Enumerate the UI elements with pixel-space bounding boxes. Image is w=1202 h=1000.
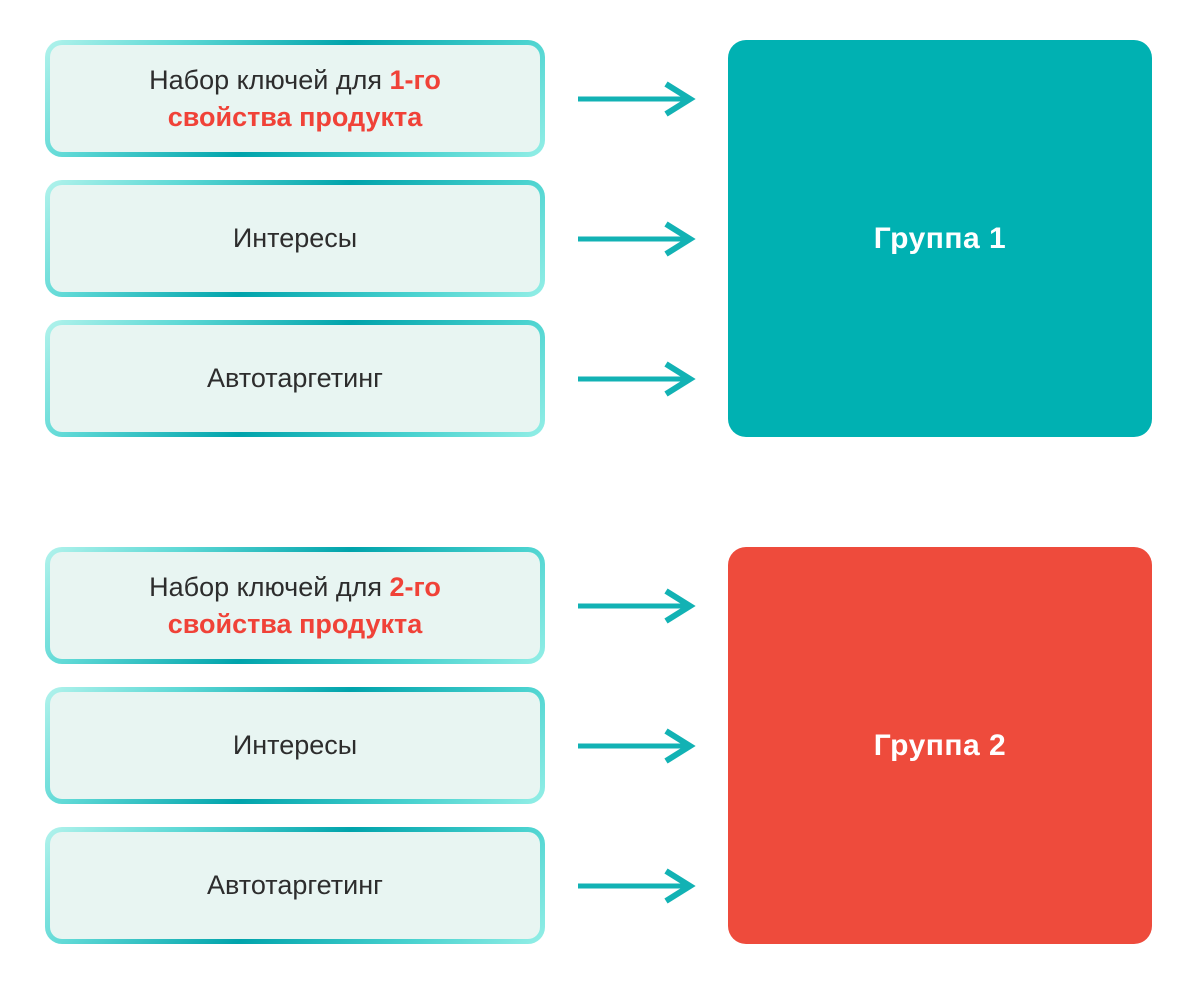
keyset-accent: 1-го [389,65,441,96]
node-interests-2: Интересы [45,687,545,804]
arrows-column-2 [545,547,728,944]
node-autotargeting-1-label: Автотаргетинг [50,325,540,432]
arrow-autotargeting-1 [545,320,728,437]
arrow-right-icon [578,867,696,904]
group-2-box: Группа 2 [728,547,1152,944]
node-keyset-1-label: Набор ключей для 1-го свойства продукта [50,45,540,152]
arrows-column-1 [545,40,728,437]
arrow-interests-2 [545,687,728,804]
arrow-right-icon [578,587,696,624]
arrow-right-icon [578,220,696,257]
node-interests-1-label: Интересы [50,185,540,292]
node-interests-1: Интересы [45,180,545,297]
arrow-keyset-1 [545,40,728,157]
arrow-right-icon [578,80,696,117]
node-keyset-2-label: Набор ключей для 2-го свойства продукта [50,552,540,659]
node-autotargeting-2-label: Автотаргетинг [50,832,540,939]
group-1-box: Группа 1 [728,40,1152,437]
keyset-line2: свойства продукта [167,608,423,639]
node-interests-2-label: Интересы [50,692,540,799]
group-2-label: Группа 2 [873,728,1007,762]
keyset-accent: 2-го [389,572,441,603]
arrow-right-icon [578,727,696,764]
node-keyset-2: Набор ключей для 2-го свойства продукта [45,547,545,664]
node-autotargeting-1: Автотаргетинг [45,320,545,437]
inputs-column-2: Набор ключей для 2-го свойства продукта … [45,547,545,944]
arrow-right-icon [578,360,696,397]
keyset-prefix: Набор ключей для [149,65,390,96]
inputs-column-1: Набор ключей для 1-го свойства продукта … [45,40,545,437]
keyset-line2: свойства продукта [167,101,423,132]
node-keyset-1: Набор ключей для 1-го свойства продукта [45,40,545,157]
arrow-autotargeting-2 [545,827,728,944]
arrow-keyset-2 [545,547,728,664]
arrow-interests-1 [545,180,728,297]
keyset-prefix: Набор ключей для [149,572,390,603]
group-1-label: Группа 1 [873,221,1007,255]
section-group-1: Набор ключей для 1-го свойства продукта … [45,40,1152,437]
section-group-2: Набор ключей для 2-го свойства продукта … [45,547,1152,944]
node-autotargeting-2: Автотаргетинг [45,827,545,944]
